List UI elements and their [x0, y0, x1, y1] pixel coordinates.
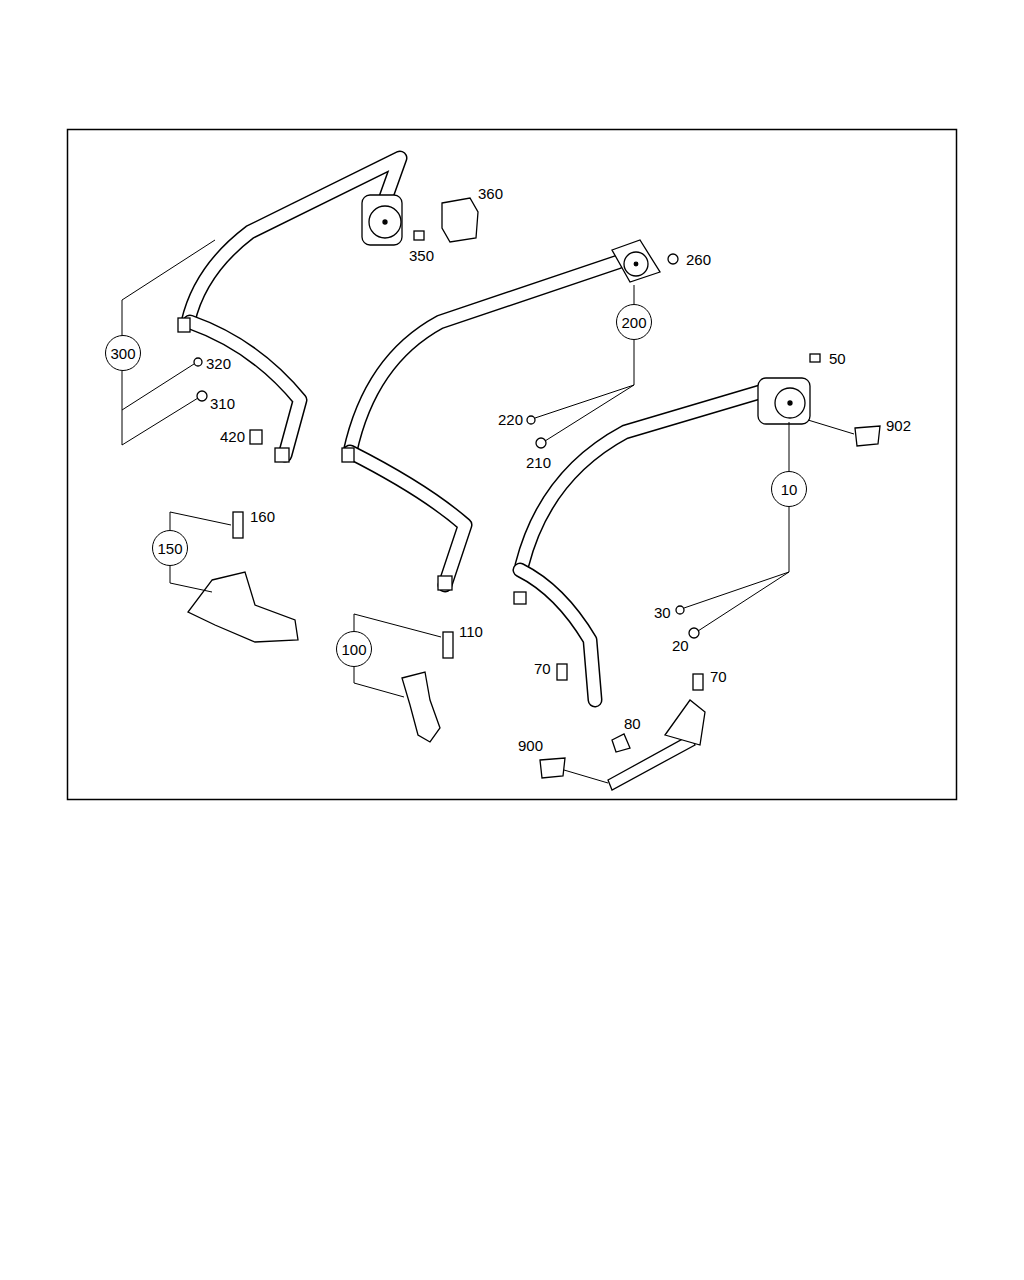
callout-number: 150 [157, 540, 182, 557]
callout-number: 900 [517, 737, 544, 754]
callout-number: 420 [219, 428, 246, 445]
callout-number: 260 [685, 251, 712, 268]
callout-circle: 10 [771, 471, 807, 507]
callout-number: 80 [623, 715, 642, 732]
callout-number: 70 [533, 660, 552, 677]
callout-number: 360 [477, 185, 504, 202]
callout-number: 100 [341, 641, 366, 658]
callout-circle: 300 [105, 335, 141, 371]
callout-number: 70 [709, 668, 728, 685]
callout-number: 350 [408, 247, 435, 264]
callout-circle: 150 [152, 530, 188, 566]
callout-number: 30 [653, 604, 672, 621]
callout-number: 220 [497, 411, 524, 428]
callout-number: 50 [828, 350, 847, 367]
callout-circle: 100 [336, 631, 372, 667]
callout-number: 902 [885, 417, 912, 434]
callout-number: 160 [249, 508, 276, 525]
callout-number: 300 [110, 345, 135, 362]
callout-number: 20 [671, 637, 690, 654]
callout-number: 320 [205, 355, 232, 372]
callout-number: 200 [621, 314, 646, 331]
callout-number: 10 [781, 481, 798, 498]
callout-number: 110 [458, 623, 484, 640]
callout-number: 310 [209, 395, 236, 412]
callout-circle: 200 [616, 304, 652, 340]
callout-number: 210 [525, 454, 552, 471]
